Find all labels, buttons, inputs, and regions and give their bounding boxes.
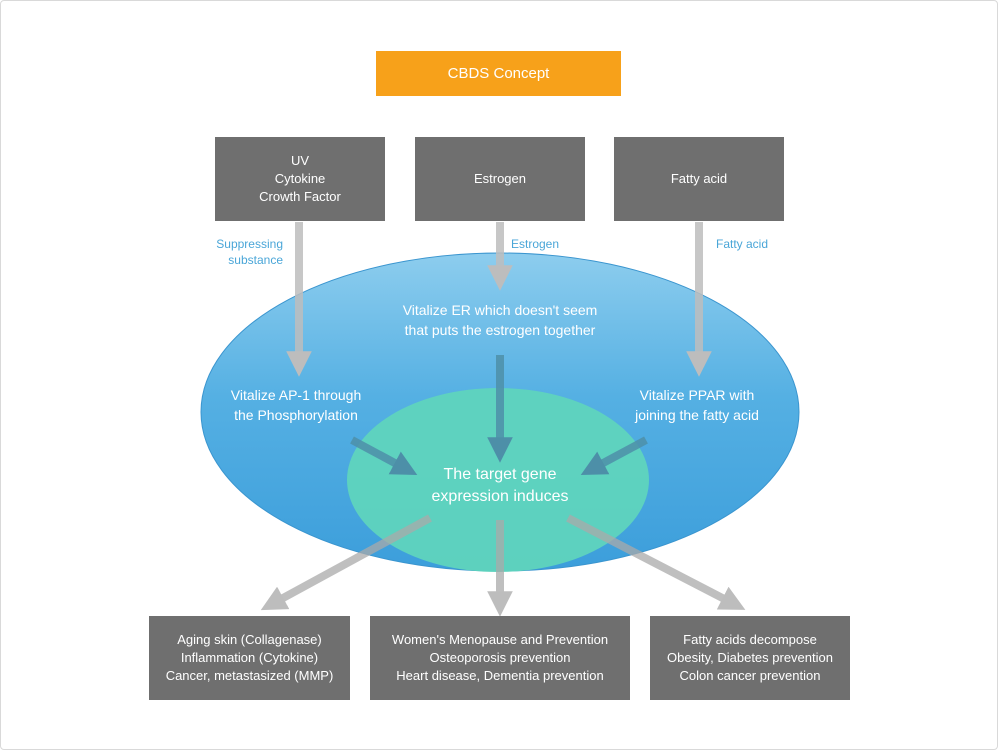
- arrow-label-estrogen: Estrogen: [511, 237, 560, 251]
- arrow-label-suppressing: Suppressing substance: [216, 237, 283, 267]
- arrow-core-to-left-output: [260, 514, 432, 611]
- arrow-label-fatty-acid: Fatty acid: [716, 237, 769, 251]
- output-box-women: Women's Menopause and Prevention Osteopo…: [370, 616, 630, 700]
- output-box-fatty: Fatty acids decompose Obesity, Diabetes …: [650, 616, 850, 700]
- input-box-uv: UV Cytokine Crowth Factor: [215, 137, 385, 221]
- output-box-aging-text: Aging skin (Collagenase) Inflammation (C…: [165, 632, 334, 683]
- mechanism-ppar: Vitalize PPAR with joining the fatty aci…: [635, 387, 759, 423]
- core-text: The target gene expression induces: [431, 466, 569, 505]
- input-box-fatty-acid-text: Fatty acid: [670, 171, 728, 186]
- title-text: CBDS Concept: [447, 65, 550, 82]
- output-box-aging: Aging skin (Collagenase) Inflammation (C…: [149, 616, 350, 700]
- input-box-fatty-acid: Fatty acid: [614, 137, 784, 221]
- input-box-uv-text: UV Cytokine Crowth Factor: [259, 153, 341, 204]
- output-box-women-text: Women's Menopause and Prevention Osteopo…: [391, 632, 609, 683]
- mechanism-er: Vitalize ER which doesn't seem that puts…: [402, 302, 598, 338]
- input-box-estrogen-text: Estrogen: [473, 171, 527, 186]
- arrow-left-to-core: [350, 436, 418, 476]
- arrow-right-to-core: [580, 436, 648, 476]
- arrow-core-to-right-output: [566, 514, 746, 610]
- input-box-estrogen: Estrogen: [415, 137, 585, 221]
- title-box: CBDS Concept: [376, 51, 621, 96]
- mechanism-ap1: Vitalize AP-1 through the Phosphorylatio…: [230, 387, 362, 423]
- output-box-fatty-text: Fatty acids decompose Obesity, Diabetes …: [667, 632, 833, 683]
